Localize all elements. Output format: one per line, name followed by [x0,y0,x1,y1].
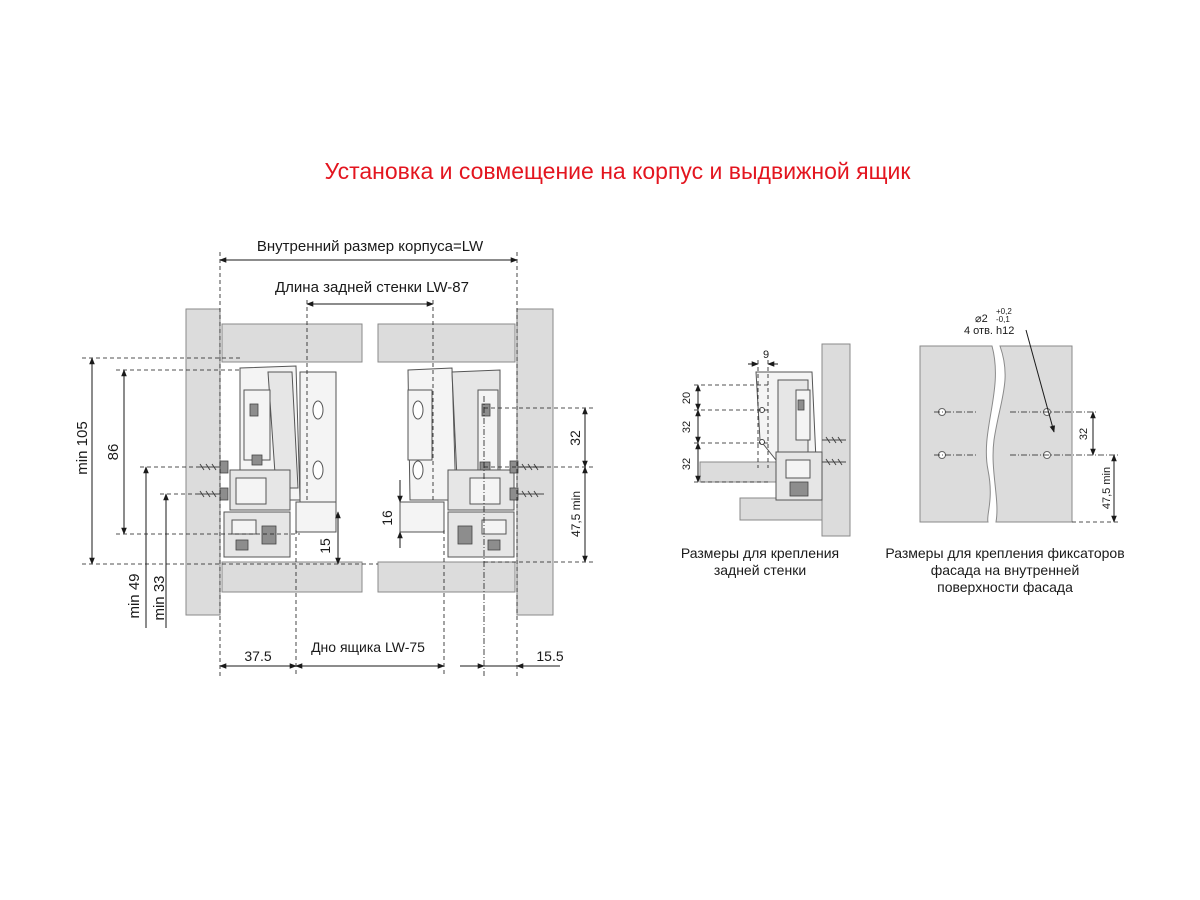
right-runner [399,367,544,558]
dim-47-5min-front: 47,5 min [1101,467,1113,509]
back-wall-length-label: Длина задней стенки LW-87 [275,279,469,296]
dim-20: 20 [681,392,693,404]
left-runner [196,365,337,558]
front-panel-caption: Размеры для крепления фиксаторов фасада … [885,545,1125,595]
hole-diameter: ⌀2 [975,313,988,325]
dim-32-main: 32 [567,430,583,446]
left-side-panel [185,308,221,616]
dim-32-front: 32 [1078,428,1090,440]
dim-37-5: 37.5 [244,648,271,664]
dim-16: 16 [379,510,395,526]
tol-minus: -0,1 [996,315,1010,324]
dim-15-5: 15.5 [536,648,563,664]
top-shelf-left [221,323,363,363]
front-panel-figure: ⌀2 +0,2 -0,1 4 отв. h12 32 47,5 min [919,307,1120,523]
dim-min105: min 105 [74,421,91,474]
back-wall-caption: Размеры для крепления задней стенки [680,545,840,578]
bottom-shelf-right [377,561,516,593]
bottom-shelf-left [221,561,363,593]
holes-count-label: 4 отв. h12 [964,325,1014,337]
inner-width-label: Внутренний размер корпуса=LW [257,238,484,255]
dim-min33: min 33 [151,575,168,620]
dim-32-back-b: 32 [681,458,693,470]
dim-86: 86 [105,444,122,461]
dim-min49: min 49 [126,573,143,618]
top-shelf-right [377,323,516,363]
dim-9: 9 [763,349,769,361]
page-title: Установка и совмещение на корпус и выдви… [324,158,911,184]
dim-15: 15 [317,538,333,554]
drawer-bottom-label: Дно ящика LW-75 [311,639,425,655]
tol-plus: +0,2 [996,307,1012,316]
back-wall-figure: 9 20 32 32 [681,343,851,537]
dim-47-5min-main: 47,5 min [569,491,583,537]
dim-32-back-a: 32 [681,421,693,433]
right-side-panel [516,308,554,616]
main-section: Внутренний размер корпуса=LW Длина задне… [74,238,596,676]
